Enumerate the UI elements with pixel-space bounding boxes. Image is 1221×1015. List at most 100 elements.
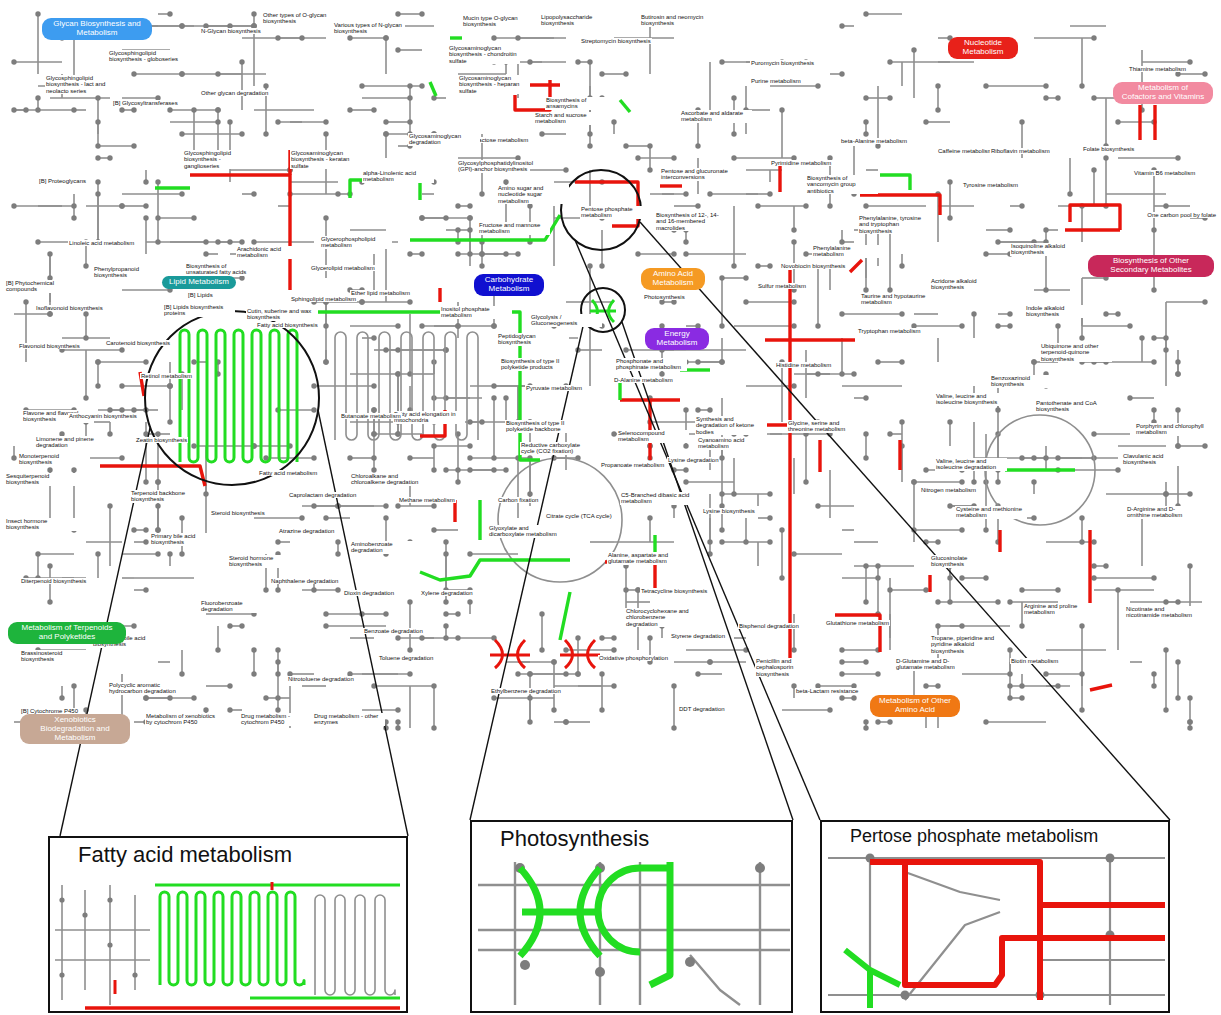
category-name: Energy Metabolism <box>652 330 702 348</box>
compound-dot <box>1019 119 1024 124</box>
compound-dot <box>695 143 700 148</box>
compound-dot <box>395 11 400 16</box>
compound-dot <box>263 131 268 136</box>
compound-dot <box>515 35 520 40</box>
compound-dot <box>95 551 100 556</box>
inset-ground <box>820 820 1170 1013</box>
compound-dot <box>95 155 100 160</box>
compound-dot <box>467 467 472 472</box>
compound-dot <box>971 479 976 484</box>
compound-dot <box>1079 707 1084 712</box>
pathway-label: Ascorbate and aldarate metabolism <box>680 110 752 123</box>
compound-dot <box>599 635 604 640</box>
pathway-label: Glycerophospholipid metabolism <box>320 236 392 249</box>
pathway-line <box>1010 685 1070 687</box>
compound-dot <box>599 263 604 268</box>
pathway-line <box>277 650 279 710</box>
compound-dot <box>395 47 400 52</box>
pathway-line <box>746 169 782 171</box>
compound-dot <box>731 263 736 268</box>
pathway-line <box>639 862 641 1005</box>
category-pill: Biosynthesis of Other Secondary Metaboli… <box>1088 255 1214 277</box>
pathway-label: Naphthalene degradation <box>270 578 339 584</box>
compound-dot <box>251 191 256 196</box>
compound-dot <box>1055 95 1060 100</box>
pathway-label: Glycosylphosphatidylinositol (GPI)-ancho… <box>457 160 529 173</box>
pathway-label: Tetracycline biosynthesis <box>640 588 708 594</box>
compound-dot <box>1091 95 1096 100</box>
pathway-line <box>1177 662 1179 698</box>
pathway-line <box>230 169 290 171</box>
pathway-line <box>973 314 975 338</box>
pathway-line <box>409 686 411 728</box>
compound-dot <box>82 912 87 917</box>
pathway-line <box>254 241 314 243</box>
pathway-label: beta-Lactam resistance <box>795 688 859 694</box>
pathway-line <box>278 121 326 123</box>
pathway-line <box>914 313 938 315</box>
pathway-line <box>1166 601 1202 603</box>
pathway-line <box>781 362 783 422</box>
compound-dot <box>95 95 100 100</box>
compound-dot <box>1151 359 1156 364</box>
leader-line <box>575 240 820 820</box>
compound-dot <box>899 263 904 268</box>
decreased-pathway <box>85 1006 400 1009</box>
pathway-line <box>566 721 590 723</box>
compound-dot <box>395 503 400 508</box>
compound-dot <box>323 611 328 616</box>
pathway-label: Porphyrin and chlorophyll metabolism <box>1135 423 1207 436</box>
compound-dot <box>131 527 136 532</box>
pathway-line <box>98 145 134 147</box>
pathway-label: Histidine metabolism <box>775 362 832 368</box>
compound-dot <box>479 251 484 256</box>
pathway-line <box>578 685 614 687</box>
compound-dot <box>947 215 952 220</box>
compound-dot <box>1175 599 1180 604</box>
pathway-line <box>254 445 290 447</box>
compound-dot <box>923 467 928 472</box>
compound-dot <box>575 671 580 676</box>
compound-dot <box>887 95 892 100</box>
pathway-line <box>1105 158 1107 206</box>
pathway-line <box>865 566 867 602</box>
pathway-line <box>1118 157 1178 159</box>
pathway-line <box>1178 73 1205 75</box>
pathway-line <box>734 325 794 327</box>
compound-dot <box>539 611 544 616</box>
decreased-pathway <box>860 195 940 215</box>
pathway-line <box>842 385 902 387</box>
compound-dot <box>191 695 196 700</box>
compound-dot <box>311 587 316 592</box>
compound-dot <box>839 23 844 28</box>
compound-dot <box>1103 563 1108 568</box>
pathway-label: Atrazine degradation <box>278 528 335 534</box>
compound-dot <box>671 683 676 688</box>
pathway-line <box>818 685 854 687</box>
compound-dot <box>719 539 724 544</box>
compound-dot <box>95 383 100 388</box>
category-name: Metabolism of Other Amino Acid <box>877 697 953 715</box>
compound-dot <box>131 71 136 76</box>
pathway-label: Glycine, serine and threonine metabolism <box>787 420 859 433</box>
compound-dot <box>1043 83 1048 88</box>
compound-dot <box>275 707 280 712</box>
compound-dot <box>1091 539 1096 544</box>
pathway-line <box>315 895 395 995</box>
pathway-label: D-Arginine and D-ornithine metabolism <box>1126 506 1198 519</box>
category-pill: Metabolism of Cofactors and Vitamins <box>1113 82 1213 104</box>
compound-dot <box>491 695 496 700</box>
compound-dot <box>1115 311 1120 316</box>
compound-dot <box>803 251 808 256</box>
pathway-label: [B] Lipids biosynthesis proteins <box>163 304 235 317</box>
pathway-label: Valine, leucine and isoleucine degradati… <box>935 458 1007 471</box>
compound-dot <box>323 323 328 328</box>
compound-dot <box>707 191 712 196</box>
compound-dot <box>863 11 868 16</box>
compound-dot <box>419 323 424 328</box>
pathway-line <box>866 13 902 15</box>
decreased-pathway <box>778 165 781 192</box>
pathway-line <box>1165 302 1167 350</box>
compound-dot <box>383 131 388 136</box>
pathway-label: Lysine biosynthesis <box>702 508 756 514</box>
